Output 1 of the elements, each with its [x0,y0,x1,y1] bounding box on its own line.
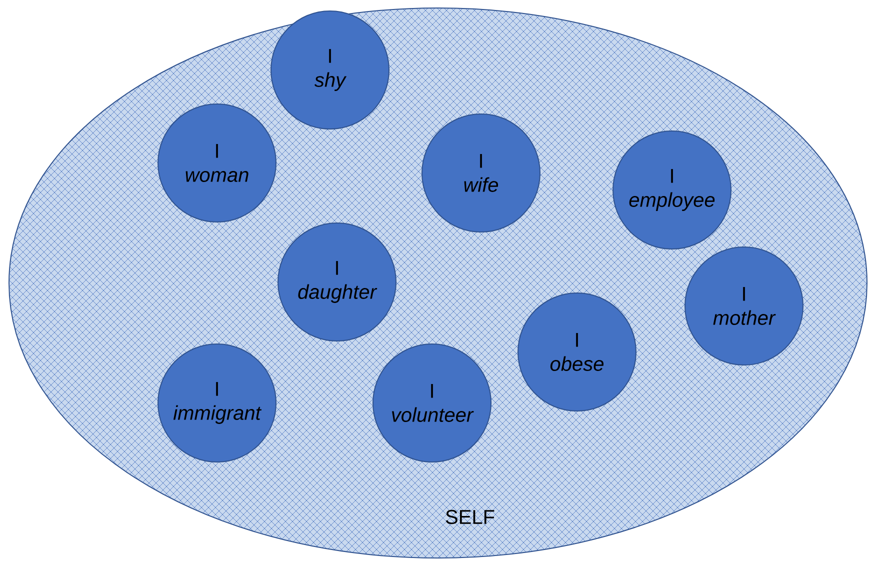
ellipse-label: SELF [446,510,494,524]
